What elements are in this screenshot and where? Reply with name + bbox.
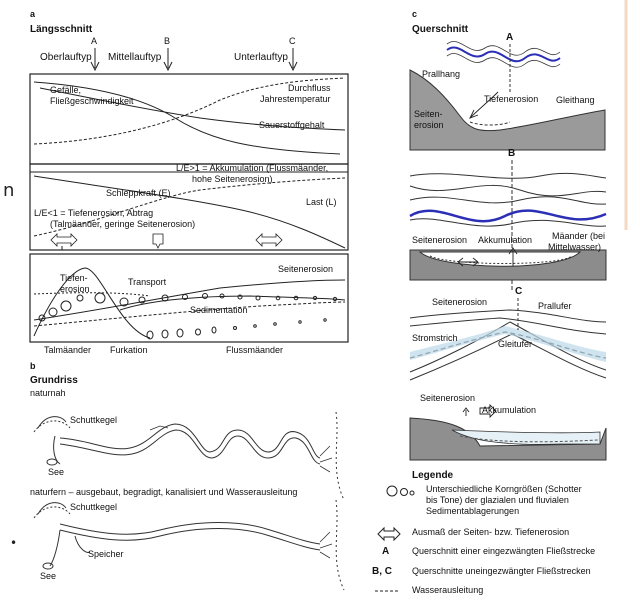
section-c-letter: C [515, 286, 523, 297]
speicher-label: Speicher [88, 549, 124, 559]
marker-b-label: Mittellauftyp [108, 52, 162, 63]
stromstrich-label: Stromstrich [412, 333, 458, 343]
gleithang-label: Gleithang [556, 95, 595, 105]
marker-c-letter: C [289, 36, 296, 46]
akkumulation-b-label: Akkumulation [478, 235, 533, 245]
tiefenerosion-a: Tiefen- [60, 273, 88, 283]
legend-item-bc: Querschnitte uneingezwängter Fließstreck… [412, 566, 591, 576]
edge-letter: n [3, 180, 15, 201]
legend-symbols [375, 485, 415, 592]
laengsschnitt-diagram [29, 48, 349, 343]
last-label: Last (L) [306, 197, 337, 207]
akkumulation-label: L/E>1 = Akkumulation (Flussmäander, [176, 163, 329, 173]
sauerstoffgehalt-label: Sauerstoffgehalt [259, 120, 325, 130]
gefaelle-label: Gefälle, [50, 85, 82, 95]
schuttkegel-label-1: Schuttkegel [70, 415, 118, 425]
sedimentation-label: Sedimentation [190, 305, 248, 315]
legend-item-korngroessen-1: Unterschiedliche Korngrößen (Schotter [426, 484, 582, 494]
schleppkraft-label: Schleppkraft (E) [106, 188, 171, 198]
panel-b-title: Grundriss [30, 375, 78, 386]
flussmaeander-label: Flussmäander [226, 345, 284, 355]
edge-bullet: • [10, 536, 18, 550]
querschnitt-diagram [409, 41, 607, 461]
prallhang-label: Prallhang [422, 69, 461, 79]
seitenerosion-a-2: erosion [414, 120, 444, 130]
akkumulation-label-2: hohe Seitenerosion) [192, 174, 273, 184]
panel-b-letter: b [30, 361, 36, 371]
seitenerosion-label: Seitenerosion [278, 264, 334, 274]
section-a-letter: A [506, 32, 514, 43]
panel-a-letter: a [30, 9, 36, 19]
legend-item-a: Querschnitt einer eingezwängten Fließstr… [412, 546, 596, 556]
durchfluss-label: Durchfluss [288, 83, 331, 93]
legend-item-wasserausleitung: Wasserausleitung [412, 585, 484, 595]
tiefenerosion-b: erosion [60, 284, 90, 294]
maeander-label-2: Mittelwasser) [548, 242, 602, 252]
tiefenerosion-a-label: Tiefenerosion [484, 94, 539, 104]
marker-a-letter: A [91, 36, 98, 46]
naturfern-label: naturfern – ausgebaut, begradigt, kanali… [30, 487, 298, 497]
seitenerosion-c-label: Seitenerosion [432, 297, 488, 307]
gleitufer-label: Gleitufer [498, 339, 533, 349]
seitenerosion-a-1: Seiten- [414, 109, 443, 119]
naturnah-label: naturnah [30, 388, 66, 398]
legend-title: Legende [412, 470, 454, 481]
seitenerosion-d-label: Seitenerosion [420, 393, 476, 403]
prallufer-label: Prallufer [538, 301, 572, 311]
fliessgeschwindigkeit-label: Fließgeschwindigkeit [50, 96, 134, 106]
legend-item-korngroessen-3: Sedimentablagerungen [426, 506, 520, 516]
talmaeander-label: Talmäander [44, 345, 92, 355]
akkumulation-d-label: Akkumulation [482, 405, 537, 415]
marker-a-label: Oberlauftyp [40, 52, 92, 63]
maeander-label-1: Mäander (bei [552, 231, 606, 241]
panel-c-title: Querschnitt [412, 24, 469, 35]
legend-key-bc: B, C [372, 566, 392, 577]
seitenerosion-b-label: Seitenerosion [412, 235, 468, 245]
panel-c-letter: c [412, 9, 418, 19]
schuttkegel-label-2: Schuttkegel [70, 502, 118, 512]
talmaeander-note: (Talmäander, geringe Seitenerosion) [50, 219, 196, 229]
marker-c-label: Unterlauftyp [234, 52, 288, 63]
jahrestemperatur-label: Jahrestemperatur [260, 94, 331, 104]
legend-item-erosion: Ausmaß der Seiten- bzw. Tiefenerosion [412, 527, 570, 537]
furkation-label: Furkation [110, 345, 148, 355]
grundriss-diagram [33, 411, 345, 591]
transport-label: Transport [128, 277, 167, 287]
section-b-letter: B [508, 148, 516, 159]
see-label-1: See [48, 467, 65, 477]
marker-b-letter: B [164, 36, 171, 46]
tiefenerosion-label: L/E<1 = Tiefenerosion, Abtrag [34, 208, 154, 218]
panel-a-title: Längsschnitt [30, 24, 93, 35]
legend-item-korngroessen-2: bis Tone) der glazialen und fluvialen [426, 495, 569, 505]
see-label-2: See [40, 571, 57, 581]
legend-key-a: A [382, 546, 390, 557]
